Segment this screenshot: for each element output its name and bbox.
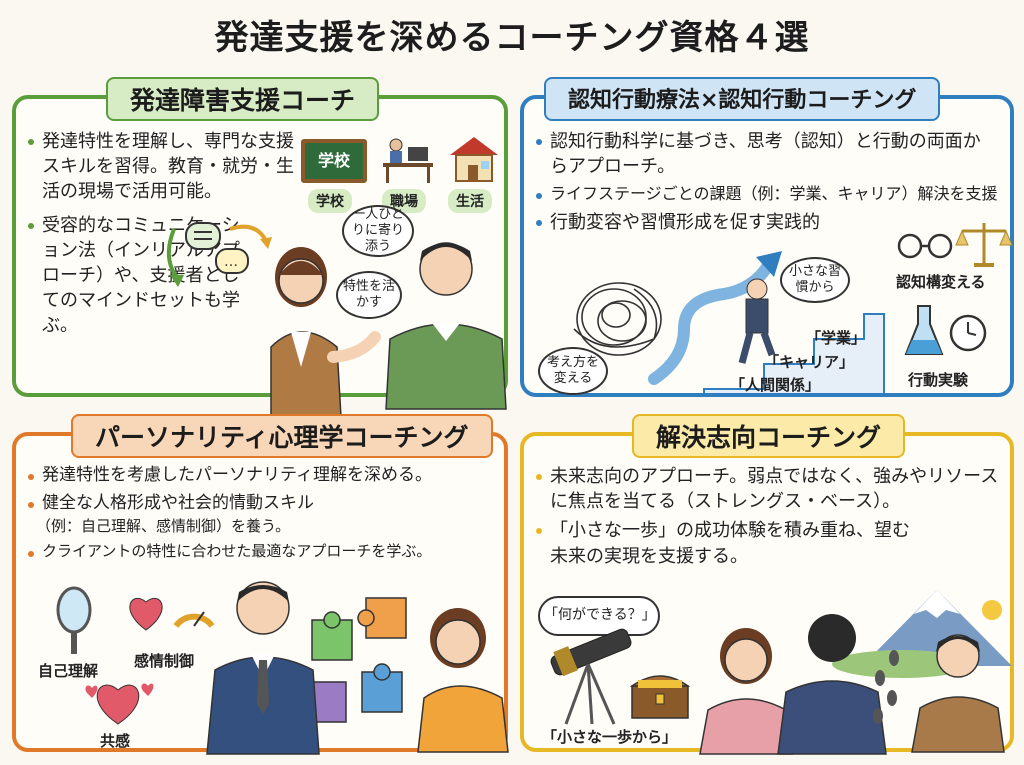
svg-text:…: … [224,254,238,270]
bullet-item: 行動変容や習慣形成を促す実践的 [536,210,1006,235]
speech-bubble: 一人ひとりに寄り添う [342,205,414,257]
card-title: 発達障害支援コーチ [106,77,380,121]
man-client-illustration [385,242,507,410]
card-solution-focused-coaching: 解決志向コーチング 未来志向のアプローチ。弱点ではなく、強みやリソースに焦点を当… [520,414,1014,755]
tangle-icon [573,282,662,356]
desk-icon [383,138,433,183]
bullet-item: 発達特性を理解し、専門な支援スキルを習得。教育・就労・生活の現場で活用可能。 [28,129,298,205]
step-label: 「キャリア」 [764,353,855,371]
bullet-item: ライフステージごとの課題（例：学業、キャリア）解決を支援 [536,183,1006,205]
bullet-item: 健全な人格形成や社会的情動スキル [28,492,506,516]
label-cognitive-restructuring: 認知構変える [896,273,986,291]
speech-bubble: 考え方を変える [538,347,608,395]
woman-coach-illustration [270,247,381,418]
label-workplace: 職場 [382,189,426,213]
heart-gauge-icon [129,597,215,631]
card-title: パーソナリティ心理学コーチング [71,414,493,458]
step-label: 「学業」 [806,329,867,347]
card-developmental-support-coach: 発達障害支援コーチ 発達特性を理解し、専門な支援スキルを習得。教育・就労・生活の… [12,77,508,418]
speech-bubble: 小さな習慣から [780,257,850,303]
bullet-item: 発達特性を考慮したパーソナリティ理解を深める。 [28,464,506,488]
speech-icon: … [166,222,272,287]
bullet-sub: （例：自己理解、感情制御）を養う。 [36,516,291,535]
treasure-chest-icon [629,675,691,719]
bullet-item: 「小さな一歩」の成功体験を積み重ね、望む未来の実現を支援する。 [536,518,916,568]
step-label: 「人間関係」 [730,376,821,394]
climbing-man-illustration [738,278,776,364]
woman-illustration [699,628,793,755]
bullet-list: 発達特性を考慮したパーソナリティ理解を深める。 健全な人格形成や社会的情動スキル… [28,464,506,566]
card-personality-psychology-coaching: パーソナリティ心理学コーチング 発達特性を考慮したパーソナリティ理解を深める。 … [12,414,509,755]
chalkboard-icon: 学校 [301,139,367,183]
label-emotion-regulation: 感情制御 [134,652,195,670]
mirror-icon [56,586,92,654]
clock-icon [949,314,987,352]
speech-bubble: 特性を活かす [336,271,402,319]
scale-icon [955,223,1013,267]
label-school: 学校 [308,189,352,213]
label-behavior-experiment: 行動実験 [908,371,969,389]
card-title: 解決志向コーチング [632,414,906,458]
bullet-item: クライアントの特性に合わせた最適なアプローチを学ぶ。 [28,541,506,562]
flask-icon [904,305,944,355]
man-coach-illustration [206,581,320,755]
card-cbt-coaching: 認知行動療法×認知行動コーチング 認知行動科学に基づき、思考（認知）と行動の両面… [520,77,1014,397]
hearts-icon [85,683,154,725]
house-icon [450,137,498,182]
bullet-item: 認知行動科学に基づき、思考（認知）と行動の両面からアプローチ。 [536,129,996,179]
man-back-illustration [777,614,887,755]
label-self-understanding: 自己理解 [38,662,99,680]
caption-small-step: 「小さな一歩から」 [542,728,678,746]
label-life: 生活 [448,189,492,213]
glasses-icon [897,233,953,259]
page-title: 発達支援を深めるコーチング資格４選 [214,18,810,58]
card-title: 認知行動療法×認知行動コーチング [544,77,941,121]
bullet-list: 認知行動科学に基づき、思考（認知）と行動の両面からアプローチ。 ライフステージご… [536,129,1006,239]
speech-bubble: 「何ができる？」 [538,596,660,636]
label-empathy: 共感 [100,732,131,750]
bullet-list: 発達特性を理解し、専門な支援スキルを習得。教育・就労・生活の現場で活用可能。 受… [28,129,298,343]
telescope-icon [550,628,632,725]
stairs-illustration [703,313,885,395]
man-smiling-illustration [911,634,1005,753]
footprints-icon [873,650,899,724]
woman-client-illustration [417,608,509,753]
bullet-item: 受容的なコミュニケーション法（インリアルアプローチ）や、支援者としてのマインドセ… [28,213,243,339]
bullet-list: 未来志向のアプローチ。弱点ではなく、強みやリソースに焦点を当てる（ストレングス・… [536,464,1006,573]
bullet-item: 未来志向のアプローチ。弱点ではなく、強みやリソースに焦点を当てる（ストレングス・… [536,464,1006,514]
